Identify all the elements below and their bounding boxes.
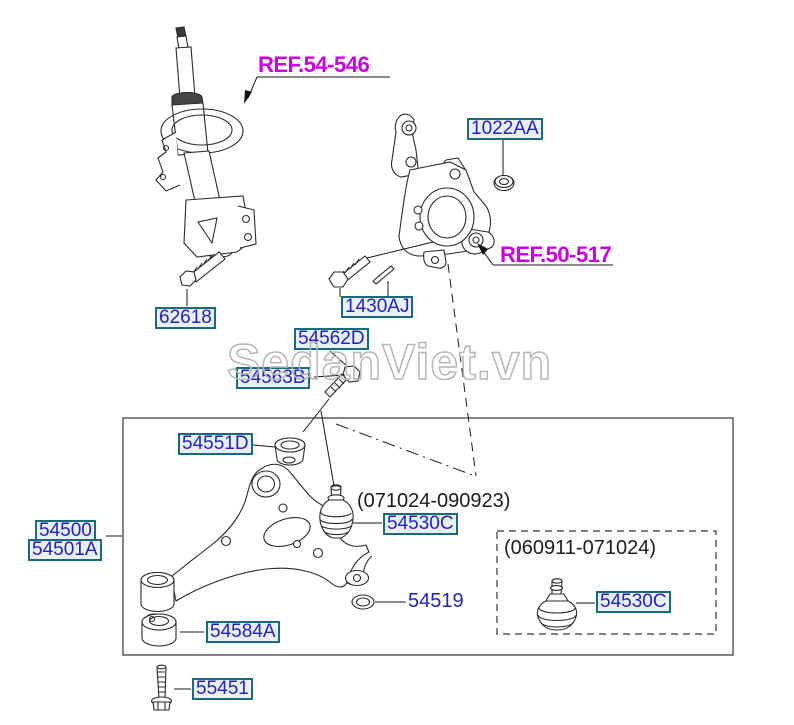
arm-bolt-drawing	[324, 365, 361, 398]
part-label-54530C-late: 54530C	[383, 513, 458, 535]
date-range-late: (071024-090923)	[357, 490, 511, 512]
part-label-1430AJ: 1430AJ	[341, 296, 414, 318]
part-label-54563B: 54563B	[236, 367, 310, 389]
ref-label-knuckle: REF.50-517	[500, 242, 612, 267]
part-label-54584A: 54584A	[206, 621, 280, 643]
lower-control-arm-drawing	[140, 463, 373, 613]
knuckle-bolt-drawing	[328, 255, 371, 288]
part-label-55451: 55451	[192, 678, 253, 700]
early-ball-joint-drawing	[536, 578, 578, 631]
strut-drawing	[155, 26, 257, 258]
ref-arrows	[244, 90, 488, 255]
ball-joint-boot-drawing	[319, 484, 354, 539]
mount-bolt-drawing	[150, 664, 173, 711]
control-arm-box	[122, 417, 734, 656]
ref-label-strut: REF.54-546	[258, 52, 370, 77]
knuckle-pin-drawing	[372, 265, 395, 285]
washer-drawing	[351, 594, 375, 610]
date-range-early: (060911-071024)	[504, 537, 656, 559]
early-ball-joint-box	[496, 530, 717, 635]
knuckle-nut-drawing	[493, 174, 515, 192]
rear-bushing-drawing	[141, 613, 177, 647]
knuckle-drawing	[390, 113, 495, 269]
leader-lines	[106, 76, 613, 690]
part-label-54562D: 54562D	[294, 328, 369, 350]
part-label-54501A: 54501A	[28, 539, 102, 561]
front-bushing-drawing	[274, 437, 306, 466]
part-label-62618: 62618	[155, 307, 216, 329]
part-label-54551D: 54551D	[178, 433, 253, 455]
strut-bolt-drawing	[179, 251, 226, 287]
part-label-54530C-early: 54530C	[596, 591, 671, 613]
part-label-1022AA: 1022AA	[467, 118, 543, 140]
part-label-54519: 54519	[408, 590, 464, 612]
